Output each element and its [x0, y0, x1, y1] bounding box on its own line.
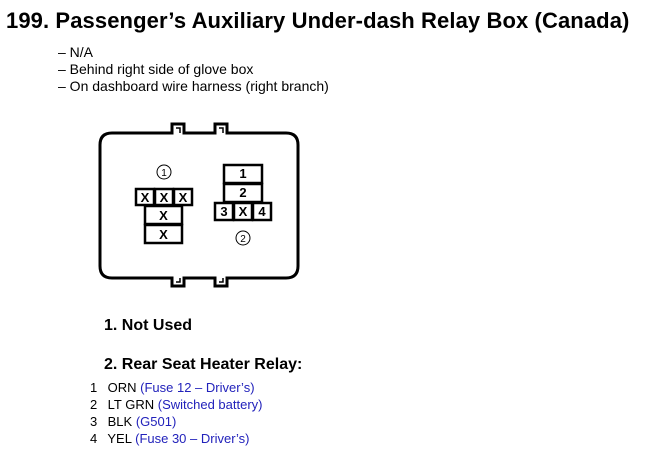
- latch-top-left: [176, 127, 181, 133]
- latch-bottom-left: [176, 278, 181, 283]
- relay1-terminals: [134, 187, 194, 245]
- section-title-rear-seat-heater-relay: 2. Rear Seat Heater Relay:: [104, 356, 303, 373]
- relay2-marker-text: 2: [240, 234, 246, 245]
- relay1-terminal-label: X: [159, 208, 168, 223]
- pin-list: 1 ORN (Fuse 12 – Driver’s) 2 LT GRN (Swi…: [90, 379, 263, 447]
- relay2-terminal-label: 2: [239, 185, 246, 200]
- relay2-marker-circle: [235, 230, 251, 246]
- pin-description[interactable]: (Fuse 30 – Driver’s): [135, 431, 250, 446]
- relay1-terminal-label: X: [160, 190, 169, 205]
- section-title-not-used: 1. Not Used: [104, 317, 193, 334]
- pin-description[interactable]: (Switched battery): [157, 397, 263, 412]
- relay1-terminal-label: X: [141, 190, 150, 205]
- relay1-marker-text: 1: [161, 168, 167, 179]
- location-info: – N/A – Behind right side of glove box –…: [58, 44, 329, 95]
- relay-box-housing: [98, 122, 300, 288]
- relay2-terminals: [213, 163, 273, 222]
- info-line: – Behind right side of glove box: [58, 61, 254, 77]
- pin-number: 4: [90, 431, 98, 446]
- page-title: 199. Passenger’s Auxiliary Under-dash Re…: [6, 8, 630, 33]
- info-line: – N/A: [58, 44, 94, 60]
- relay2-terminal-label: 4: [258, 204, 266, 219]
- latch-top-right: [219, 127, 224, 133]
- pin-description[interactable]: (Fuse 12 – Driver’s): [140, 380, 255, 395]
- pin-number: 3: [90, 414, 98, 429]
- pin-number: 1: [90, 380, 98, 395]
- pin-row: 1 ORN (Fuse 12 – Driver’s): [90, 379, 263, 396]
- relay1-marker-circle: [156, 164, 172, 180]
- latch-bottom-right: [219, 278, 224, 283]
- wire-color: ORN: [107, 380, 137, 395]
- pin-row: 2 LT GRN (Switched battery): [90, 396, 263, 413]
- wire-color: YEL: [107, 431, 132, 446]
- relay1-terminal-label: X: [179, 190, 188, 205]
- relay2-terminal-label: 3: [220, 204, 227, 219]
- wire-color: LT GRN: [107, 397, 155, 412]
- info-line: – On dashboard wire harness (right branc…: [58, 78, 329, 94]
- relay1-terminal-label: X: [159, 227, 168, 242]
- relay2-terminal-label: 1: [239, 166, 246, 181]
- pin-description[interactable]: (G501): [135, 414, 177, 429]
- relay2-terminal-label: X: [239, 204, 248, 219]
- pin-number: 2: [90, 397, 98, 412]
- pin-row: 4 YEL (Fuse 30 – Driver’s): [90, 430, 263, 447]
- wire-color: BLK: [107, 414, 133, 429]
- pin-row: 3 BLK (G501): [90, 413, 263, 430]
